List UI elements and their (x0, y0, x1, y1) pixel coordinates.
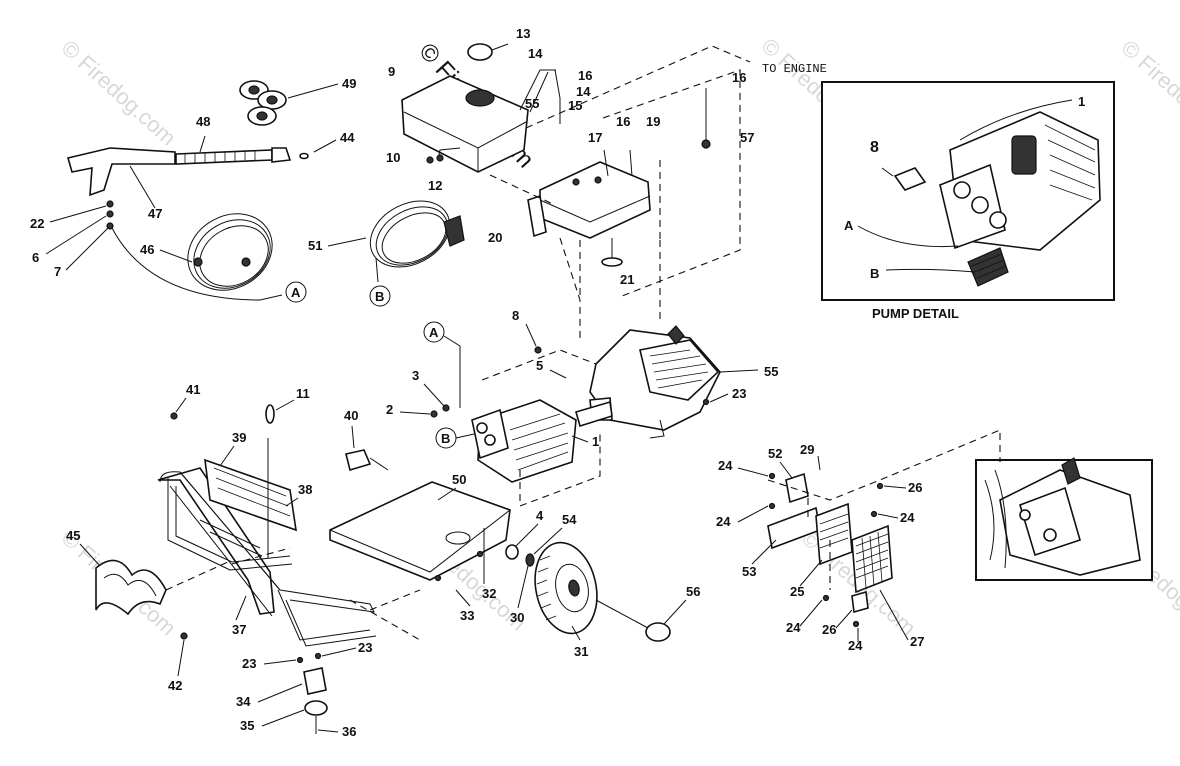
callout-48: 48 (196, 114, 210, 129)
pump-detail-callout-8: 8 (870, 139, 879, 156)
callout-19: 19 (646, 114, 660, 129)
fuel-tank-assembly (401, 43, 561, 173)
handle-clip (345, 449, 389, 472)
spray-gun-wand (67, 135, 337, 197)
marker-b-hose: B (375, 289, 384, 304)
control-panel-bracket (527, 149, 651, 267)
callout-5: 5 (536, 358, 543, 373)
callout-25: 25 (790, 584, 804, 599)
callout-38: 38 (298, 482, 312, 497)
callout-11: 11 (296, 386, 310, 401)
callout-36: 36 (342, 724, 356, 739)
handle-grip (95, 559, 167, 616)
pump-detail-callout-b: B (870, 266, 879, 281)
callout-10: 10 (386, 150, 400, 165)
callout-8: 8 (512, 308, 519, 323)
callout-7: 7 (54, 264, 61, 279)
callout-22: 22 (30, 216, 44, 231)
wheel-assembly (505, 541, 598, 635)
muffler-assembly (767, 472, 893, 628)
callout-49: 49 (342, 76, 356, 91)
pump-detail-title: PUMP DETAIL (872, 306, 959, 321)
engine-assembly (589, 325, 759, 439)
callout-29: 29 (800, 442, 814, 457)
callout-53: 53 (742, 564, 756, 579)
callout-4: 4 (536, 508, 544, 523)
garden-hose (369, 200, 465, 283)
foot-assembly (296, 652, 328, 734)
callout-1: 1 (592, 434, 599, 449)
callout-16a: 16 (578, 68, 592, 83)
callout-14b: 14 (576, 84, 591, 99)
callout-6: 6 (32, 250, 39, 265)
callout-27: 27 (910, 634, 924, 649)
callout-41: 41 (186, 382, 200, 397)
marker-a-hose: A (291, 285, 301, 300)
high-pressure-hose (111, 213, 283, 301)
to-engine-note: TO ENGINE (762, 62, 827, 76)
callout-15: 15 (568, 98, 582, 113)
pump-detail-callout-1: 1 (1078, 94, 1085, 109)
callout-16c: 16 (732, 70, 746, 85)
callout-23c: 23 (358, 640, 372, 655)
callout-46: 46 (140, 242, 154, 257)
callout-26b: 26 (822, 622, 836, 637)
callout-55a: 55 (525, 96, 539, 111)
callout-20: 20 (488, 230, 502, 245)
pump-detail-illustration (893, 111, 1101, 287)
callout-55b: 55 (764, 364, 778, 379)
callout-47: 47 (148, 206, 162, 221)
callout-57: 57 (740, 130, 754, 145)
watermark-text: © Firedog.com (1117, 35, 1180, 150)
callout-14a: 14 (528, 46, 543, 61)
callout-35: 35 (240, 718, 254, 733)
callout-24e: 24 (848, 638, 863, 653)
callout-23a: 23 (732, 386, 746, 401)
callout-24a: 24 (718, 458, 733, 473)
callout-39: 39 (232, 430, 246, 445)
nozzle-tips (239, 80, 339, 126)
callout-23b: 23 (242, 656, 256, 671)
callout-13: 13 (516, 26, 530, 41)
callout-40: 40 (344, 408, 358, 423)
frame-assembly (157, 404, 377, 647)
callout-2: 2 (386, 402, 393, 417)
marker-a-pump: A (429, 325, 439, 340)
callout-42: 42 (168, 678, 182, 693)
callout-28: 26 (908, 480, 922, 495)
callout-24c: 24 (900, 510, 915, 525)
callout-37: 37 (232, 622, 246, 637)
callout-51: 51 (308, 238, 322, 253)
engine-detail-inset (975, 457, 1153, 581)
callout-24b: 24 (716, 514, 731, 529)
callout-9: 9 (388, 64, 395, 79)
pump-detail-inset: 1 8 A B PUMP DETAIL (821, 81, 1115, 321)
callout-17: 17 (588, 130, 602, 145)
callout-3: 3 (412, 368, 419, 383)
watermark-text: © Firedog.com (57, 35, 181, 150)
callout-33: 33 (460, 608, 474, 623)
callout-32: 32 (482, 586, 496, 601)
callout-34: 34 (236, 694, 251, 709)
callout-52: 52 (768, 446, 782, 461)
callout-31: 31 (574, 644, 588, 659)
base-plate (329, 481, 511, 582)
callout-21: 21 (620, 272, 634, 287)
callout-45: 45 (66, 528, 80, 543)
callout-50: 50 (452, 472, 466, 487)
callout-44: 44 (340, 130, 355, 145)
callout-12: 12 (428, 178, 442, 193)
callout-30: 30 (510, 610, 524, 625)
marker-b-pump: B (441, 431, 450, 446)
callout-24d: 24 (786, 620, 801, 635)
callout-16b: 16 (616, 114, 630, 129)
callout-54: 54 (562, 512, 577, 527)
pump-detail-callout-a: A (844, 218, 854, 233)
pump-assembly (471, 399, 613, 483)
callout-56: 56 (686, 584, 700, 599)
